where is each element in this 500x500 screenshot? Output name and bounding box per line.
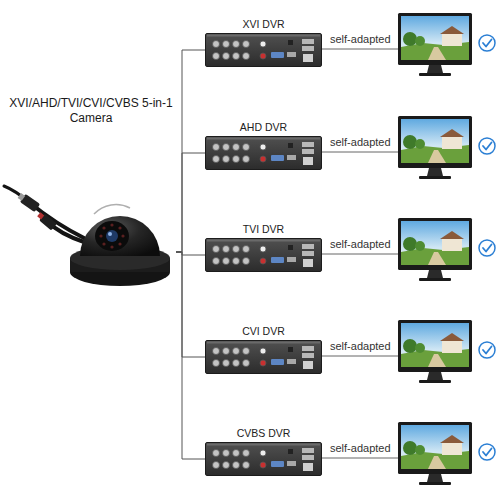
lens-glint xyxy=(108,232,112,236)
signal-connector xyxy=(176,252,205,357)
dome-highlight xyxy=(94,204,130,214)
link-label: self-adapted xyxy=(330,33,391,46)
dvr-ports xyxy=(207,138,320,166)
leader-line xyxy=(322,458,398,459)
monitor-symbol xyxy=(398,116,495,179)
leader-line xyxy=(322,356,398,357)
leader-line xyxy=(322,254,398,255)
camera-lens xyxy=(106,230,118,242)
ir-leds xyxy=(99,223,124,248)
leader-line xyxy=(322,49,398,50)
link-label: self-adapted xyxy=(330,136,391,149)
monitor-symbol xyxy=(398,320,495,383)
dvr-box: XVI DVR xyxy=(205,33,322,67)
link-label: self-adapted xyxy=(330,340,391,353)
monitor-symbol xyxy=(398,422,495,485)
dvr-ports xyxy=(207,444,320,472)
dvr-heading: CVBS DVR xyxy=(186,427,341,440)
dvr-heading: CVI DVR xyxy=(186,325,341,338)
link-label: self-adapted xyxy=(330,442,391,455)
camera-node: XVI/AHD/TVI/CVI/CVBS 5-in-1 Camera xyxy=(6,92,176,307)
dvr-box: TVI DVR xyxy=(205,238,322,272)
monitor-symbol xyxy=(398,218,495,281)
camera-cable xyxy=(30,203,84,238)
dvr-box: CVBS DVR xyxy=(205,442,322,476)
link-label: self-adapted xyxy=(330,238,391,251)
dc-tip xyxy=(37,212,44,219)
dvr-heading: TVI DVR xyxy=(186,223,341,236)
signal-connector xyxy=(176,50,205,252)
dvr-heading: AHD DVR xyxy=(186,121,341,134)
camera-dome xyxy=(80,216,160,256)
camera-heading: XVI/AHD/TVI/CVI/CVBS 5-in-1 Camera xyxy=(6,92,176,126)
bnc-connector xyxy=(16,191,40,212)
dvr-ports xyxy=(207,240,320,268)
signal-connector xyxy=(176,252,205,459)
dome-camera xyxy=(4,186,170,286)
camera-lens-ring xyxy=(95,221,129,251)
dvr-ports xyxy=(207,35,320,63)
signal-connector xyxy=(176,153,205,252)
dvr-box: AHD DVR xyxy=(205,136,322,170)
leader-line xyxy=(322,152,398,153)
dvr-heading: XVI DVR xyxy=(186,18,341,31)
bnc-tip xyxy=(18,193,26,201)
dvr-ports xyxy=(207,342,320,370)
dvr-box: CVI DVR xyxy=(205,340,322,374)
monitor-symbol xyxy=(398,13,495,76)
dc-connector xyxy=(36,211,57,231)
